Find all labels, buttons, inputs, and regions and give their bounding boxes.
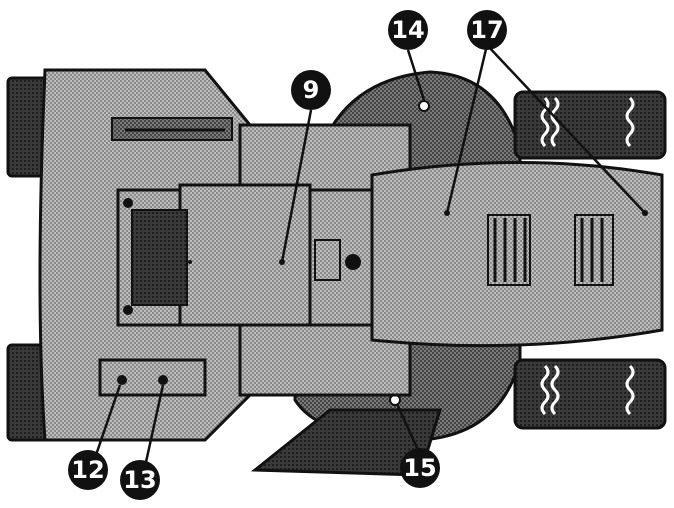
callout-14: 14 [388, 10, 428, 50]
callout-14-label: 14 [391, 16, 424, 44]
control-point-12 [117, 375, 127, 385]
battery [131, 209, 188, 306]
callout-13: 13 [120, 460, 160, 500]
control-point-13 [158, 375, 168, 385]
seat-plate [116, 183, 385, 327]
front-tires [513, 90, 667, 430]
callout-12: 12 [68, 450, 108, 490]
callout-9-label: 9 [303, 76, 320, 104]
front-tire-bottom [513, 358, 667, 430]
hood-vents [487, 214, 614, 286]
deck-hole-14 [418, 100, 430, 112]
callout-15: 15 [400, 448, 440, 488]
callout-17: 17 [467, 10, 507, 50]
hood [370, 161, 664, 348]
callout-12-label: 12 [71, 456, 104, 484]
front-tire-top [513, 90, 667, 160]
rear-control-box [98, 358, 207, 397]
callout-15-label: 15 [403, 454, 436, 482]
callout-17-label: 17 [470, 16, 503, 44]
leader-lines [94, 44, 646, 463]
callout-13-label: 13 [123, 466, 156, 494]
discharge-chute [250, 408, 443, 477]
callout-9: 9 [291, 70, 331, 110]
